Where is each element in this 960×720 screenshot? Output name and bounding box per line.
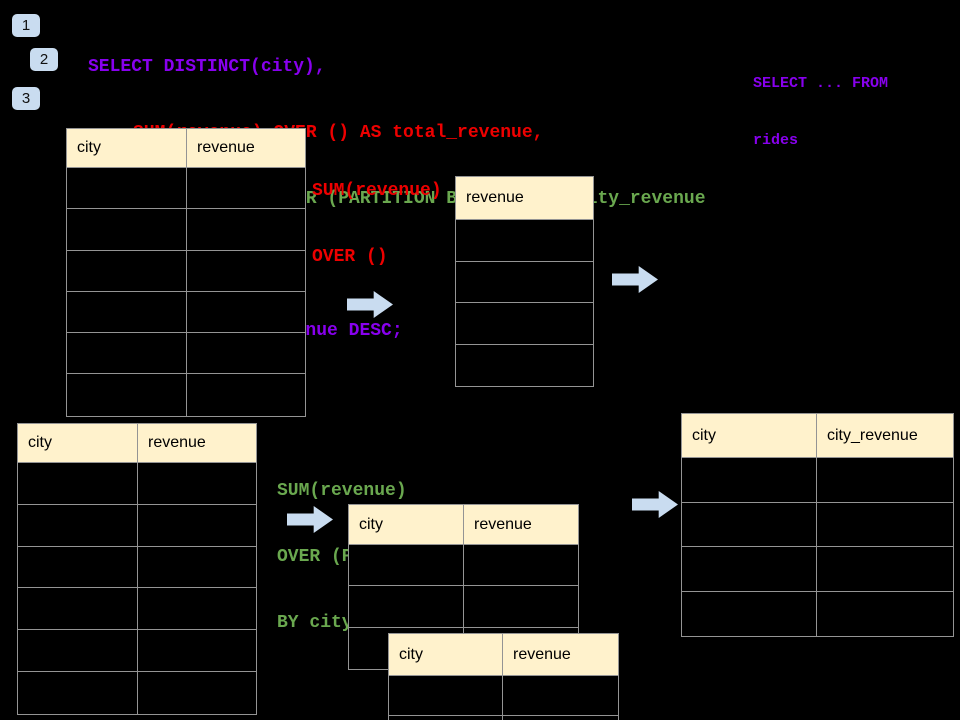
table-cell-empty: [503, 676, 618, 715]
table-cell-empty: [187, 168, 305, 208]
table-cell-empty: [187, 292, 305, 332]
table-cell-empty: [18, 671, 138, 714]
table-cell-empty: [18, 630, 138, 671]
side-note-line: SELECT ... FROM: [753, 75, 889, 92]
table-cell-empty: [187, 209, 305, 249]
table-cell-empty: [349, 586, 464, 627]
select-from-rides-note: SELECT ... FROM rides: [753, 36, 888, 188]
annotation-line: SUM(revenue): [312, 181, 442, 201]
table-cell-empty: [18, 504, 138, 546]
table-cell-empty: [456, 262, 593, 303]
table-cell-empty: [67, 333, 187, 374]
table-cell-empty: [138, 505, 256, 546]
table-cell-empty: [389, 676, 503, 715]
table-cell-empty: [67, 374, 187, 416]
step-badge-2: 2: [30, 48, 58, 71]
annotation-line: SUM(revenue): [277, 481, 407, 501]
table-cell-empty: [456, 220, 593, 261]
column-header-city: city: [682, 414, 817, 457]
table-cell-empty: [682, 458, 817, 502]
table-cell-empty: [464, 586, 578, 626]
table-cell-empty: [138, 463, 256, 504]
column-header-city: city: [67, 129, 187, 167]
table-cell-empty: [682, 591, 817, 636]
table-cell-empty: [817, 503, 953, 547]
table-cell-empty: [456, 345, 593, 387]
table-cell-empty: [18, 546, 138, 588]
table-cell-empty: [456, 303, 593, 344]
table-cell-empty: [349, 545, 464, 586]
column-header-revenue: revenue: [503, 634, 618, 675]
table-cell-empty: [67, 209, 187, 250]
arrow-right-icon: [632, 491, 678, 518]
table-revenue-only: revenue: [455, 176, 594, 387]
column-header-revenue: revenue: [138, 424, 256, 462]
table-cell-empty: [817, 592, 953, 637]
table-cell-empty: [389, 716, 503, 720]
step-badge-3: 3: [12, 87, 40, 110]
table-cell-empty: [67, 291, 187, 333]
step-badge-1: 1: [12, 14, 40, 37]
column-header-city: city: [18, 424, 138, 462]
table-cell-empty: [18, 588, 138, 630]
table-cell-empty: [18, 463, 138, 504]
table-cell-empty: [67, 168, 187, 209]
table-cell-empty: [682, 547, 817, 591]
table-cell-empty: [138, 547, 256, 588]
column-header-revenue: revenue: [464, 505, 578, 544]
table-cell-empty: [187, 374, 305, 415]
annotation-line: OVER (): [312, 247, 388, 267]
total-revenue-annotation: SUM(revenue) OVER (): [312, 136, 442, 312]
side-note-line: rides: [753, 132, 799, 149]
table-cell-empty: [138, 672, 256, 714]
table-cell-empty: [67, 250, 187, 291]
column-header-city_revenue: city_revenue: [817, 414, 953, 457]
table-cell-empty: [817, 458, 953, 502]
table-cell-empty: [138, 630, 256, 671]
table-cell-empty: [682, 502, 817, 546]
column-header-city: city: [389, 634, 503, 675]
table-cell-empty: [464, 545, 578, 585]
table-cell-empty: [503, 716, 618, 720]
table-cell-empty: [187, 333, 305, 373]
table-cell-empty: [817, 547, 953, 591]
column-header-revenue: revenue: [456, 177, 593, 219]
sql-line-select: SELECT DISTINCT(city),: [88, 57, 326, 77]
column-header-revenue: revenue: [187, 129, 305, 167]
column-header-city: city: [349, 505, 464, 544]
table-cell-empty: [187, 251, 305, 291]
table-cell-empty: [138, 588, 256, 629]
